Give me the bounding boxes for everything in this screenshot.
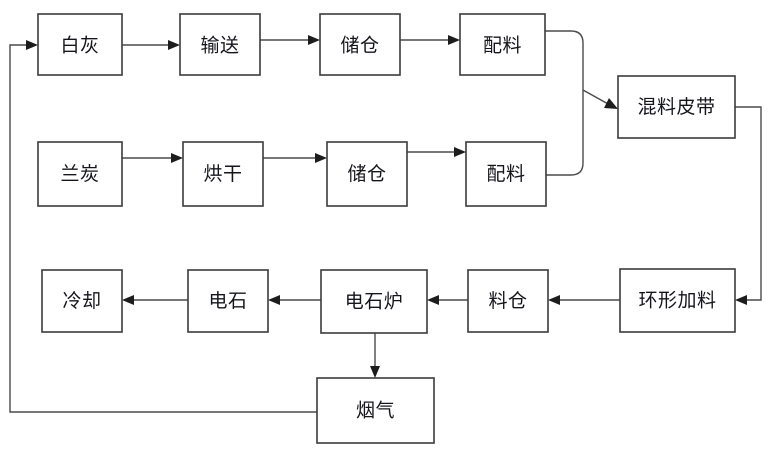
conn-dianshi-lengque (122, 295, 188, 305)
node-label-yan-qi: 烟气 (356, 400, 395, 422)
arrowhead (454, 147, 466, 157)
arrowhead (171, 153, 183, 163)
conn-feedback-to-baihui (9, 40, 317, 413)
node-label-chu-cang-1: 储仓 (340, 35, 379, 57)
node-label-dian-shi-lu: 电石炉 (345, 291, 404, 313)
conn-baihui-shusong (122, 40, 180, 50)
node-dian-shi[interactable]: 电石 (187, 269, 269, 333)
node-shu-song[interactable]: 输送 (179, 13, 261, 76)
node-label-liao-cang: 料仓 (488, 290, 527, 312)
node-label-pei-liao-1: 配料 (483, 35, 522, 57)
conn-liaocang-dianshilu (427, 295, 468, 305)
conn-hunliao-huanxing (735, 106, 762, 305)
node-bai-hui[interactable]: 白灰 (37, 13, 123, 76)
arrowhead (308, 35, 320, 45)
node-leng-que[interactable]: 冷却 (41, 269, 123, 333)
conn-chucang2-peiliao2 (407, 147, 466, 157)
arrowhead (548, 295, 560, 305)
arrowhead (604, 98, 618, 109)
node-layer: 白灰 输送 储仓 配料 兰炭 烘干 (37, 13, 736, 444)
conn-huanxing-liaocang (548, 295, 620, 305)
conn-dianshilu-dianshi (268, 295, 321, 305)
node-label-hong-gan: 烘干 (203, 163, 242, 185)
conn-honggan-chucang2 (263, 153, 327, 163)
node-huan-xing-jia-liao[interactable]: 环形加料 (619, 268, 736, 333)
node-dian-shi-lu[interactable]: 电石炉 (320, 269, 428, 334)
node-hun-liao-pi-dai[interactable]: 混料皮带 (617, 75, 736, 139)
arrowhead (26, 40, 38, 50)
node-label-pei-liao-2: 配料 (486, 163, 525, 185)
conn-shusong-chucang1 (260, 35, 320, 45)
node-label-bai-hui: 白灰 (60, 35, 99, 57)
arrowhead (268, 295, 280, 305)
conn-chucang1-peiliao1 (400, 35, 460, 45)
node-label-chu-cang-2: 储仓 (347, 163, 386, 185)
connection-layer (9, 30, 762, 413)
arrowhead (370, 366, 380, 378)
node-label-dian-shi: 电石 (208, 290, 247, 312)
node-lan-tan[interactable]: 兰炭 (37, 141, 123, 207)
node-label-leng-que: 冷却 (62, 290, 101, 312)
arrowhead (168, 40, 180, 50)
arrowhead (427, 295, 439, 305)
node-liao-cang[interactable]: 料仓 (467, 269, 549, 333)
node-label-lan-tan: 兰炭 (60, 163, 99, 185)
node-yan-qi[interactable]: 烟气 (316, 377, 435, 444)
arrowhead (122, 295, 134, 305)
conn-lantan-honggan (122, 153, 183, 163)
node-pei-liao-1[interactable]: 配料 (459, 13, 546, 76)
conn-dianshilu-yanqi (370, 333, 380, 378)
conn-peiliao-merge-hunliao (545, 30, 618, 176)
node-label-huan-xing-jia-liao: 环形加料 (638, 290, 716, 312)
arrowhead (448, 35, 460, 45)
arrowhead (735, 295, 747, 305)
node-hong-gan[interactable]: 烘干 (182, 141, 264, 207)
node-label-shu-song: 输送 (200, 35, 239, 57)
node-pei-liao-2[interactable]: 配料 (465, 141, 547, 207)
node-label-hun-liao-pi-dai: 混料皮带 (637, 96, 715, 118)
arrowhead (315, 153, 327, 163)
node-chu-cang-2[interactable]: 储仓 (326, 141, 408, 207)
node-chu-cang-1[interactable]: 储仓 (319, 13, 401, 76)
